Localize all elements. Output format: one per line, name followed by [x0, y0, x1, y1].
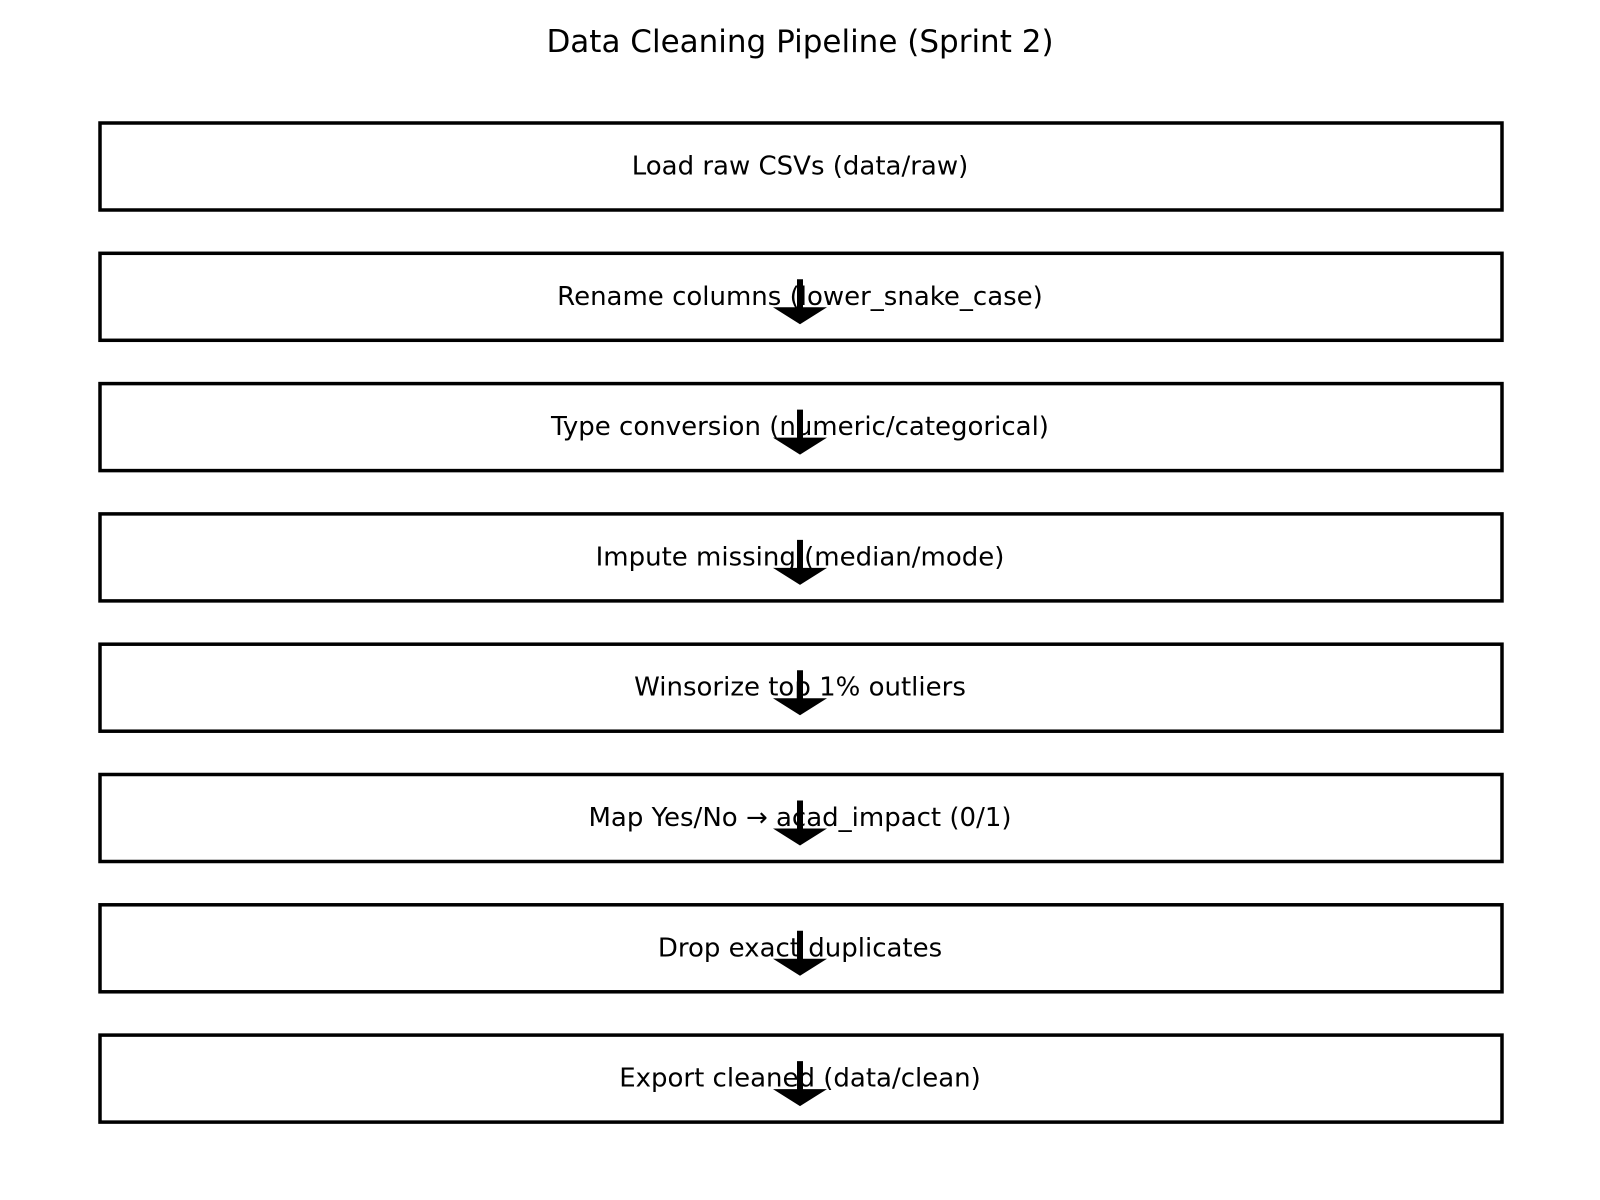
flow-arrow-icon [773, 1061, 827, 1107]
step-label: Load raw CSVs (data/raw) [632, 152, 969, 182]
flow-arrow-icon [773, 800, 827, 846]
flow-arrow-icon [773, 279, 827, 325]
flow-arrow-icon [773, 930, 827, 976]
flow-arrow-icon [773, 670, 827, 716]
diagram-title: Data Cleaning Pipeline (Sprint 2) [546, 24, 1054, 60]
pipeline-step: Load raw CSVs (data/raw) [98, 121, 1504, 212]
step-box [98, 121, 1504, 212]
flow-arrow-icon [773, 409, 827, 455]
flow-arrow-icon [773, 539, 827, 585]
